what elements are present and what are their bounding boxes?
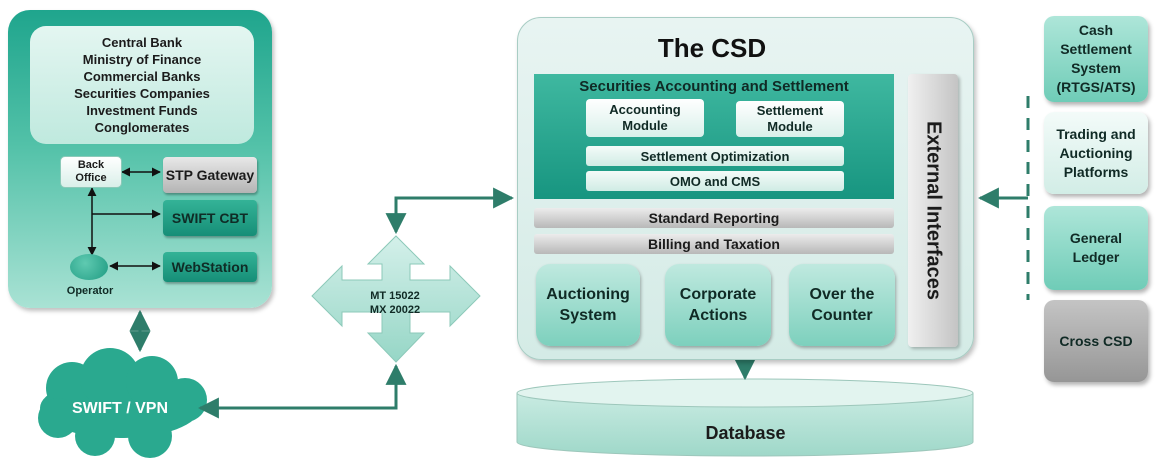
general-ledger-box: General Ledger — [1044, 206, 1148, 290]
participant-ministry-of-finance: Ministry of Finance — [82, 52, 202, 67]
diamond-csd-arrow — [385, 187, 515, 235]
stp-gateway-box: STP Gateway — [163, 157, 257, 193]
participant-list: Central Bank Ministry of Finance Commerc… — [30, 26, 254, 144]
settlement-module-box: Settlement Module — [736, 101, 844, 137]
settlement-optimization-label: Settlement Optimization — [640, 148, 790, 164]
stp-gateway-label: STP Gateway — [165, 167, 255, 183]
participant-conglomerates: Conglomerates — [94, 120, 190, 135]
billing-taxation-label: Billing and Taxation — [648, 236, 780, 252]
cross-csd-box: Cross CSD — [1044, 300, 1148, 382]
message-format-mx: MX 20022 — [369, 304, 421, 316]
trading-auctioning-platforms-box: Trading and Auctioning Platforms — [1044, 112, 1148, 194]
swift-vpn-label: SWIFT / VPN — [72, 400, 168, 417]
cash-settlement-system-box: Cash Settlement System (RTGS/ATS) — [1044, 16, 1148, 102]
over-the-counter-box: Over the Counter — [789, 264, 895, 346]
settlement-module-label: Settlement Module — [756, 103, 824, 134]
external-interfaces-bar — [908, 74, 958, 347]
auctioning-system-box: Auctioning System — [536, 264, 640, 346]
back-office-box: Back Office — [60, 156, 122, 188]
message-format-diamond — [311, 235, 481, 363]
billing-taxation-bar: Billing and Taxation — [534, 234, 894, 254]
accounting-module-label: Accounting Module — [609, 102, 681, 133]
cash-settlement-system-label: Cash Settlement System (RTGS/ATS) — [1056, 22, 1136, 95]
swift-cbt-box: SWIFT CBT — [163, 200, 257, 236]
participant-commercial-banks: Commercial Banks — [83, 69, 201, 84]
swift-cbt-label: SWIFT CBT — [171, 210, 249, 226]
standard-reporting-label: Standard Reporting — [648, 210, 780, 226]
cloud-diamond-arrow — [197, 363, 407, 419]
auctioning-system-label: Auctioning System — [546, 286, 630, 324]
participant-securities-companies: Securities Companies — [74, 86, 210, 101]
securities-accounting-title: Securities Accounting and Settlement — [579, 77, 849, 95]
back-office-label: Back Office — [75, 159, 107, 184]
external-interfaces-label: External Interfaces — [922, 121, 945, 300]
message-format-mt: MT 15022 — [370, 290, 420, 302]
general-ledger-label: General Ledger — [1069, 230, 1123, 265]
operator-icon — [70, 254, 108, 280]
webstation-box: WebStation — [163, 252, 257, 282]
left-internal-connectors — [87, 167, 161, 271]
omo-cms-label: OMO and CMS — [669, 173, 761, 189]
swift-vpn-cloud — [38, 348, 207, 458]
webstation-label: WebStation — [171, 259, 249, 275]
settlement-optimization-bar: Settlement Optimization — [586, 146, 844, 166]
message-formats: MT 15022 MX 20022 — [340, 283, 450, 323]
database-label: Database — [705, 422, 786, 443]
operator-label: Operator — [66, 285, 114, 297]
over-the-counter-label: Over the Counter — [809, 286, 875, 324]
corporate-actions-label: Corporate Actions — [679, 286, 757, 324]
omo-cms-bar: OMO and CMS — [586, 171, 844, 191]
cross-csd-label: Cross CSD — [1059, 332, 1133, 349]
accounting-module-box: Accounting Module — [586, 99, 704, 137]
standard-reporting-bar: Standard Reporting — [534, 208, 894, 228]
csd-title: The CSD — [657, 32, 767, 63]
trading-auctioning-platforms-label: Trading and Auctioning Platforms — [1056, 125, 1136, 180]
participant-central-bank: Central Bank — [101, 35, 183, 50]
participant-investment-funds: Investment Funds — [86, 103, 198, 118]
corporate-actions-box: Corporate Actions — [665, 264, 771, 346]
